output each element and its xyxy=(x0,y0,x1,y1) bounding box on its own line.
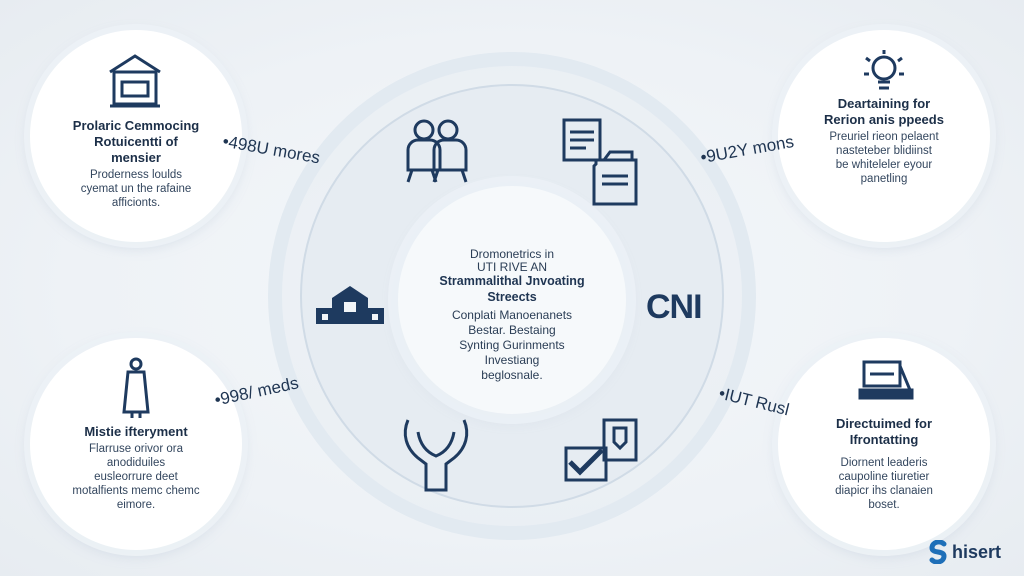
node-body-line: nasteteber blidiinst xyxy=(836,145,932,157)
documents-icon xyxy=(562,118,638,206)
node-body: Proderness loulds cyemat un the rafaine … xyxy=(64,168,208,210)
s-logo-icon xyxy=(929,540,947,564)
person-icon xyxy=(122,357,150,418)
node-body-line: caupoline tiuretier xyxy=(838,471,930,483)
node-top-right: Deartaining for Rerion anis ppeeds Preur… xyxy=(778,30,990,242)
node-body-line: Preuriel rieon pelaent xyxy=(829,131,939,143)
center-heading-line-3: Strammalithal Jnvoating xyxy=(439,274,585,288)
node-body-line: anodiduiles xyxy=(106,457,166,469)
node-top-left: Prolaric Cemmocing Rotuicentti of mensie… xyxy=(30,30,242,242)
center-body-line: Synting Gurinments xyxy=(459,338,565,352)
center-circle xyxy=(398,186,626,414)
center-body: Conplati Manoenanets Bestar. Bestaing Sy… xyxy=(412,308,612,383)
house-icon xyxy=(316,286,384,324)
node-body-line: afficionts. xyxy=(111,197,161,209)
node-body-line: be whiteleler eyour xyxy=(835,159,933,171)
node-title-line: Ifrontatting xyxy=(849,432,919,447)
lightbulb-icon xyxy=(864,50,904,90)
node-body-line: eimore. xyxy=(116,499,156,511)
node-body: Flarruse orivor ora anodiduiles eusleorr… xyxy=(64,442,208,512)
center-body-line: Conplati Manoenanets xyxy=(451,308,573,322)
node-title-line: Deartaining for xyxy=(837,96,931,111)
node-title: Directuimed for Ifrontatting xyxy=(798,416,970,448)
people-icon xyxy=(406,119,468,183)
node-title-line: Mistie ifteryment xyxy=(84,424,188,439)
hands-icon xyxy=(403,419,469,492)
node-body: Preuriel rieon pelaent nasteteber blidii… xyxy=(812,130,956,186)
node-title-line: mensier xyxy=(111,150,161,165)
brand: hisert xyxy=(928,540,1001,564)
center-body-line: Investiang xyxy=(484,353,540,367)
brand-name: hisert xyxy=(952,541,1002,562)
node-title-line: Rerion anis ppeeds xyxy=(824,112,944,127)
node-body-line: boset. xyxy=(868,499,900,511)
node-title-line: Rotuicentti of xyxy=(94,134,178,149)
node-body-line: diapicr ihs clanaien xyxy=(835,485,933,497)
node-body-line: Proderness loulds xyxy=(89,169,183,181)
node-bottom-left: Mistie ifteryment Flarruse orivor ora an… xyxy=(30,338,242,550)
node-title: Deartaining for Rerion anis ppeeds xyxy=(798,96,970,128)
node-body-line: Diornent leaderis xyxy=(840,457,928,469)
node-body-line: cyemat un the rafaine xyxy=(80,183,192,195)
center-heading-line-1: Dromonetrics in xyxy=(469,247,555,261)
node-body-line: panetling xyxy=(860,173,908,185)
node-body: Diornent leaderis caupoline tiuretier di… xyxy=(812,456,956,512)
computer-icon xyxy=(858,360,914,400)
node-title: Mistie ifteryment xyxy=(50,424,222,440)
node-body-line: motalfients memc chemc xyxy=(72,485,200,497)
center-body-line: Bestar. Bestaing xyxy=(468,323,556,337)
node-title: Prolaric Cemmocing Rotuicentti of mensie… xyxy=(50,118,222,166)
node-title-line: Prolaric Cemmocing xyxy=(72,118,200,133)
node-title-line: Directuimed for xyxy=(835,416,933,431)
center-heading-line-4: Streects xyxy=(487,290,537,304)
cni-logo-text: CNI xyxy=(646,288,703,326)
connector-label-bottom-left: •998/ meds xyxy=(212,373,301,410)
checklist-icon xyxy=(564,418,638,482)
center-body-line: beglosnale. xyxy=(481,368,543,382)
center-heading-line-2: UTI RIVE AN xyxy=(476,260,547,274)
connector-label-bottom-right: •IUT Rusl xyxy=(716,383,792,420)
building-icon xyxy=(109,54,161,108)
node-bottom-right: Directuimed for Ifrontatting Diornent le… xyxy=(778,338,990,550)
node-body-line: eusleorrure deet xyxy=(94,471,178,483)
node-body-line: Flarruse orivor ora xyxy=(89,443,183,455)
